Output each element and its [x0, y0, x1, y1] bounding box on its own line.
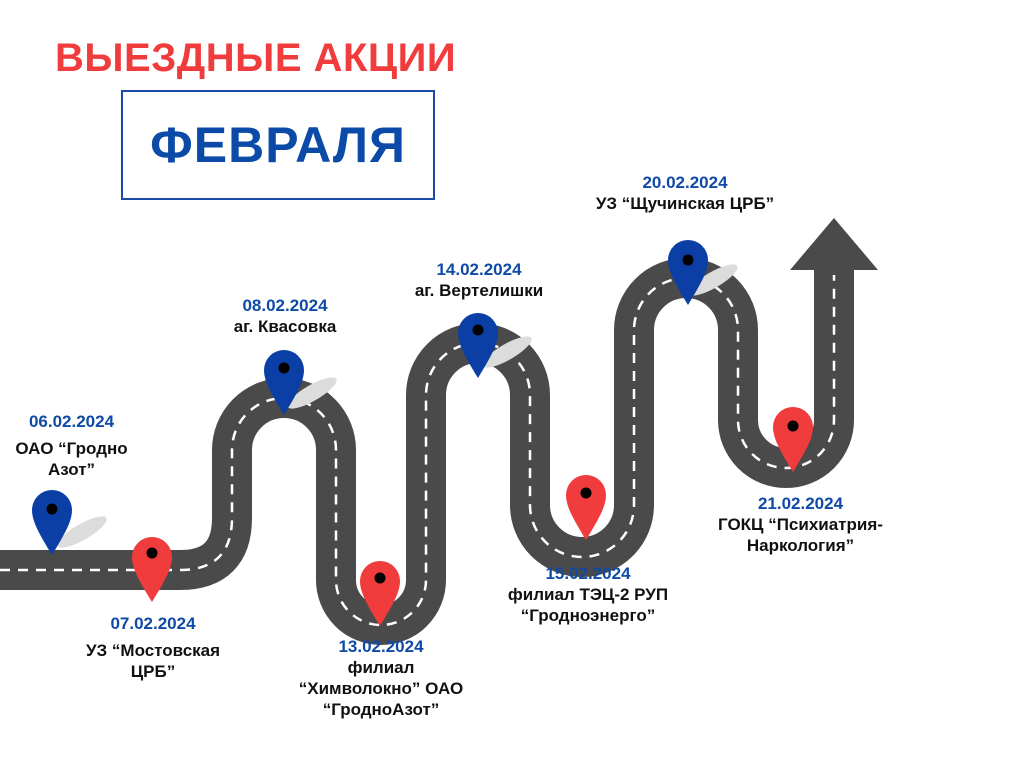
event-place: УЗ “Мостовская ЦРБ”	[85, 641, 221, 681]
pin-shadows	[57, 264, 738, 548]
event-place: ГОКЦ “Психиатрия-Наркология”	[718, 515, 883, 555]
pin-0702-icon	[132, 537, 172, 602]
subtitle-box: ФЕВРАЛЯ	[121, 90, 435, 200]
event-date: 13.02.2024	[338, 637, 424, 656]
event-place: ОАО “Гродно Азот”	[15, 439, 128, 479]
event-date: 21.02.2024	[757, 494, 844, 513]
pin-2002-icon	[668, 240, 708, 305]
pin-0802-icon	[264, 350, 304, 415]
road-arrow-head	[790, 218, 878, 270]
event-label: 06.02.2024 ОАО “Гродно Азот”	[0, 411, 143, 480]
event-date: 15.02.2024	[545, 564, 631, 583]
event-place: УЗ “Щучинская ЦРБ”	[595, 194, 775, 213]
event-place: филиал “Химволокно” ОАО “ГродноАзот”	[298, 658, 464, 719]
event-date: 14.02.2024	[436, 260, 522, 279]
page-title: ВЫЕЗДНЫЕ АКЦИИ	[55, 36, 457, 80]
pin-1402-icon	[458, 313, 498, 378]
event-label: 08.02.2024 аг. Квасовка	[195, 295, 375, 337]
event-date: 07.02.2024	[110, 614, 196, 633]
event-label: 20.02.2024 УЗ “Щучинская ЦРБ”	[590, 172, 780, 214]
event-label: 14.02.2024 аг. Вертелишки	[389, 259, 569, 301]
event-label: 13.02.2024 филиал “Химволокно” ОАО “Грод…	[292, 636, 470, 720]
page-subtitle: ФЕВРАЛЯ	[150, 117, 406, 173]
event-date: 20.02.2024	[642, 173, 728, 192]
event-place: аг. Квасовка	[233, 317, 337, 336]
event-label: 21.02.2024 ГОКЦ “Психиатрия-Наркология”	[718, 493, 883, 556]
event-date: 08.02.2024	[242, 296, 328, 315]
pin-2102-icon	[773, 407, 813, 472]
event-date: 06.02.2024	[28, 412, 115, 431]
event-place: филиал ТЭЦ-2 РУП “Гродноэнерго”	[507, 585, 669, 625]
event-label: 15.02.2024 филиал ТЭЦ-2 РУП “Гродноэнерг…	[498, 563, 678, 626]
event-label: 07.02.2024 УЗ “Мостовская ЦРБ”	[62, 613, 244, 682]
pin-1302-icon	[360, 561, 400, 626]
pin-1502-icon	[566, 475, 606, 540]
event-place: аг. Вертелишки	[414, 281, 544, 300]
pin-0602-icon	[32, 490, 72, 555]
